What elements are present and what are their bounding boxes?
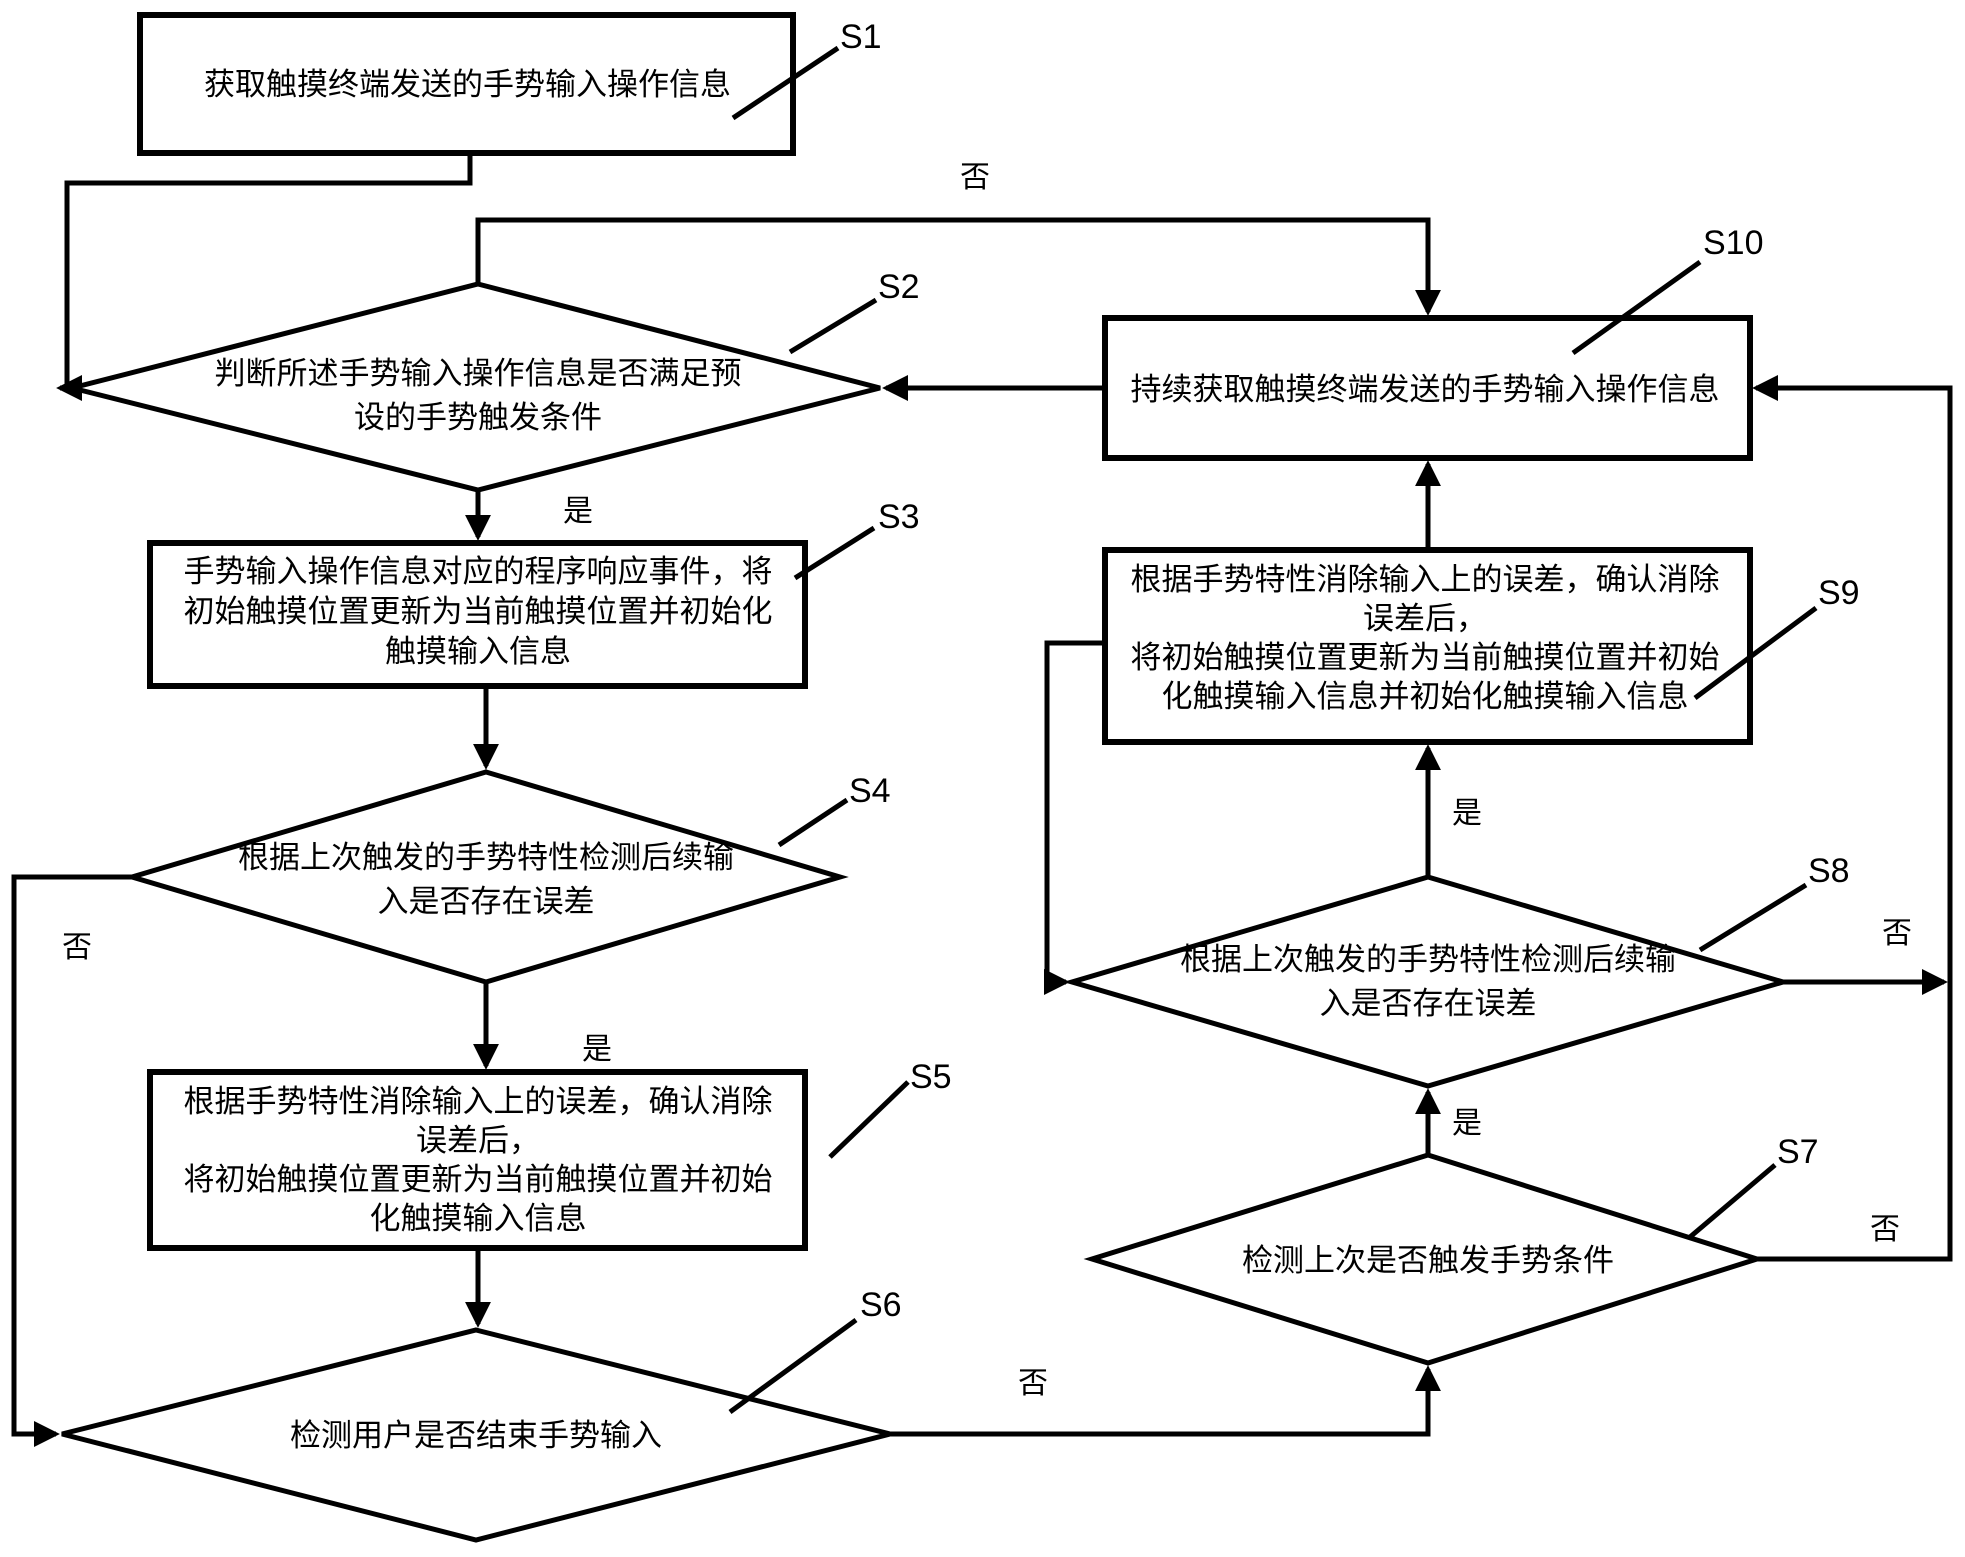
text-line: 设的手势触发条件 [354, 400, 602, 435]
text-line: 化触摸输入信息并初始化触摸输入信息 [1161, 679, 1689, 714]
step-label-s3: S3 [878, 498, 920, 536]
text-line: 根据上次触发的手势特性检测后续输 [238, 840, 734, 875]
step-label-s6: S6 [860, 1286, 902, 1324]
branch-yes-s4: 是 [582, 1033, 612, 1066]
process-s5-text: 根据手势特性消除输入上的误差，确认消除 误差后， 将初始触摸位置更新为当前触摸位… [158, 1082, 798, 1238]
text-line: 检测用户是否结束手势输入 [290, 1418, 662, 1453]
step-label-s5: S5 [910, 1058, 952, 1096]
decision-diamond-s8 [1063, 874, 1792, 1089]
branch-yes-s2: 是 [563, 495, 593, 528]
text-line: 根据手势特性消除输入上的误差，确认消除 [1130, 562, 1720, 597]
text-line: 将初始触摸位置更新为当前触摸位置并初始 [1130, 640, 1720, 675]
leader-s3 [793, 525, 876, 581]
branch-yes-s8: 是 [1452, 797, 1482, 830]
text-line: 检测上次是否触发手势条件 [1242, 1243, 1614, 1278]
arrow-s4-no-to-s6 [11, 874, 132, 1447]
arrow-s1-to-s2 [56, 153, 473, 401]
leader-s10 [1571, 259, 1702, 356]
process-s1-text: 获取触摸终端发送的手势输入操作信息 [145, 65, 790, 105]
text-line: 化触摸输入信息 [369, 1201, 587, 1236]
branch-no-s8: 否 [1882, 917, 1912, 950]
text-line: 将初始触摸位置更新为当前触摸位置并初始 [183, 1162, 773, 1197]
arrow-s6-no-to-s7 [890, 1365, 1441, 1437]
arrow-s7-no-right-rail-to-s10 [1752, 375, 1953, 1262]
branch-no-s6: 否 [1018, 1367, 1048, 1400]
process-s10-text: 持续获取触摸终端发送的手势输入操作信息 [1112, 370, 1738, 410]
step-label-s10: S10 [1703, 224, 1764, 262]
leader-s7 [1688, 1163, 1777, 1239]
leader-s1 [731, 45, 840, 121]
step-label-s7: S7 [1777, 1133, 1819, 1171]
leader-s4 [777, 797, 849, 848]
text-line: 手势输入操作信息对应的程序响应事件，将 [183, 554, 773, 589]
branch-yes-s7: 是 [1452, 1107, 1482, 1140]
step-label-s2: S2 [878, 268, 920, 306]
arrow-s2-no-to-s10 [475, 217, 1441, 316]
text-line: 根据手势特性消除输入上的误差，确认消除 [183, 1084, 773, 1119]
decision-diamond-s6 [61, 1327, 891, 1543]
text-line: 判断所述手势输入操作信息是否满足预 [214, 356, 742, 391]
branch-no-s7: 否 [1870, 1213, 1900, 1246]
decision-s6-text: 检测用户是否结束手势输入 [130, 1416, 822, 1456]
text-line: 误差后， [416, 1123, 540, 1158]
text-line: 初始触摸位置更新为当前触摸位置并初始化 [183, 594, 773, 629]
branch-no-s2: 否 [960, 161, 990, 194]
arrow-s9-left-loop-to-s8 [1043, 640, 1105, 995]
decision-s4-text: 根据上次触发的手势特性检测后续输 入是否存在误差 [140, 836, 832, 924]
text-line: 根据上次触发的手势特性检测后续输 [1180, 942, 1676, 977]
text-line: 入是否存在误差 [1319, 986, 1537, 1021]
text-line: 持续获取触摸终端发送的手势输入操作信息 [1130, 372, 1720, 407]
leader-s8 [1698, 882, 1808, 953]
decision-s8-text: 根据上次触发的手势特性检测后续输 入是否存在误差 [1088, 938, 1768, 1026]
step-label-s8: S8 [1808, 852, 1850, 890]
step-label-s9: S9 [1818, 574, 1860, 612]
branch-no-s4: 否 [62, 931, 92, 964]
process-box-s1 [137, 12, 796, 156]
decision-s7-text: 检测上次是否触发手势条件 [1148, 1241, 1708, 1281]
decision-diamond-s7 [1083, 1152, 1766, 1366]
leader-s2 [788, 297, 878, 355]
step-label-s1: S1 [840, 18, 882, 56]
text-line: 入是否存在误差 [377, 884, 595, 919]
leader-s9 [1693, 605, 1818, 701]
process-s9-text: 根据手势特性消除输入上的误差，确认消除 误差后， 将初始触摸位置更新为当前触摸位… [1112, 560, 1738, 716]
text-line: 触摸输入信息 [385, 634, 571, 669]
decision-s2-text: 判断所述手势输入操作信息是否满足预 设的手势触发条件 [128, 352, 828, 440]
leader-s5 [828, 1080, 910, 1159]
text-line: 获取触摸终端发送的手势输入操作信息 [204, 67, 731, 102]
leader-s6 [728, 1317, 858, 1415]
text-line: 误差后， [1363, 601, 1487, 636]
step-label-s4: S4 [849, 772, 891, 810]
process-box-s3 [147, 540, 808, 689]
process-s3-text: 手势输入操作信息对应的程序响应事件，将 初始触摸位置更新为当前触摸位置并初始化 … [158, 552, 798, 672]
